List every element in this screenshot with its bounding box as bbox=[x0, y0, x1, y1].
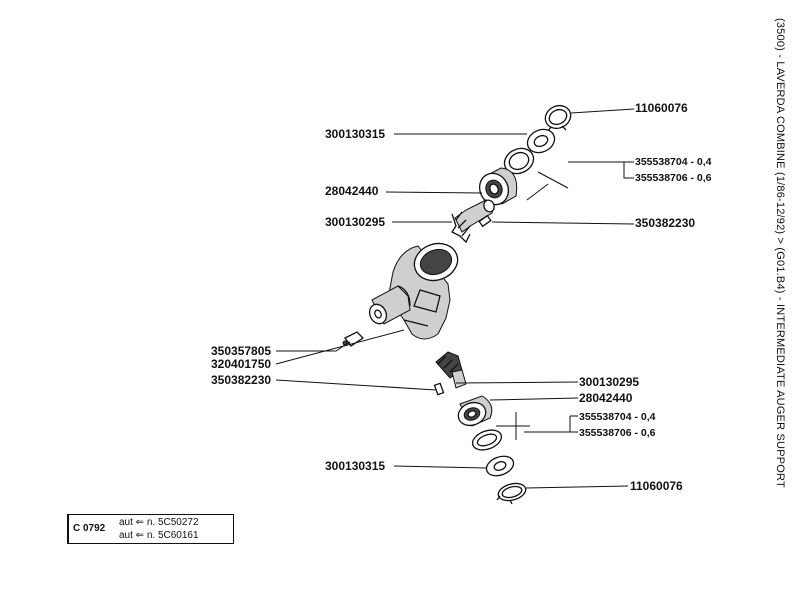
circlip-bottom bbox=[496, 482, 527, 505]
part-label-28042440-bottom: 28042440 bbox=[579, 391, 633, 405]
part-label-300130295-top: 300130295 bbox=[325, 215, 385, 229]
bearing-bottom bbox=[457, 395, 493, 427]
part-label-355538704-bottom: 355538704 - 0,4 bbox=[579, 411, 656, 423]
part-label-355538706-bottom: 355538706 - 0,6 bbox=[579, 427, 656, 439]
part-label-28042440-top: 28042440 bbox=[325, 184, 379, 198]
part-label-300130295-bottom: 300130295 bbox=[579, 375, 639, 389]
key-bottom bbox=[433, 382, 445, 396]
washer-top bbox=[526, 128, 556, 154]
auger-housing bbox=[368, 242, 459, 340]
leader-lines bbox=[275, 108, 635, 489]
part-label-300130315-top: 300130315 bbox=[325, 127, 385, 141]
part-label-350382230-left: 350382230 bbox=[211, 373, 271, 387]
catalog-serial-line-1: aut ⇐ n. 5C50272 bbox=[119, 517, 199, 528]
key-top bbox=[478, 214, 492, 228]
shim-top bbox=[503, 147, 535, 175]
circlip-top bbox=[544, 104, 572, 132]
part-label-11060076-bottom: 11060076 bbox=[630, 479, 683, 493]
page-title: (3500) - LAVERDA COMBINE (1/86-12/92) > … bbox=[774, 18, 786, 488]
part-label-300130315-bottom: 300130315 bbox=[325, 459, 385, 473]
bevel-gear-top bbox=[451, 199, 495, 244]
catalog-serial-line-2: aut ⇐ n. 5C60161 bbox=[119, 530, 199, 541]
part-label-355538706-top: 355538706 - 0,6 bbox=[635, 172, 712, 184]
part-label-355538704-top: 355538704 - 0,4 bbox=[635, 156, 712, 168]
part-label-320401750: 320401750 bbox=[211, 357, 271, 371]
part-label-350357805: 350357805 bbox=[211, 344, 271, 358]
washer-bottom bbox=[485, 455, 515, 477]
part-label-11060076-top: 11060076 bbox=[635, 101, 688, 115]
bevel-gear-bottom bbox=[435, 351, 467, 389]
catalog-reference-box: C 0792 aut ⇐ n. 5C50272 aut ⇐ n. 5C60161 bbox=[67, 514, 234, 544]
catalog-code: C 0792 bbox=[73, 523, 106, 534]
bearing-top bbox=[478, 167, 518, 206]
shim-bottom bbox=[471, 429, 503, 451]
part-label-350382230-top: 350382230 bbox=[635, 216, 695, 230]
